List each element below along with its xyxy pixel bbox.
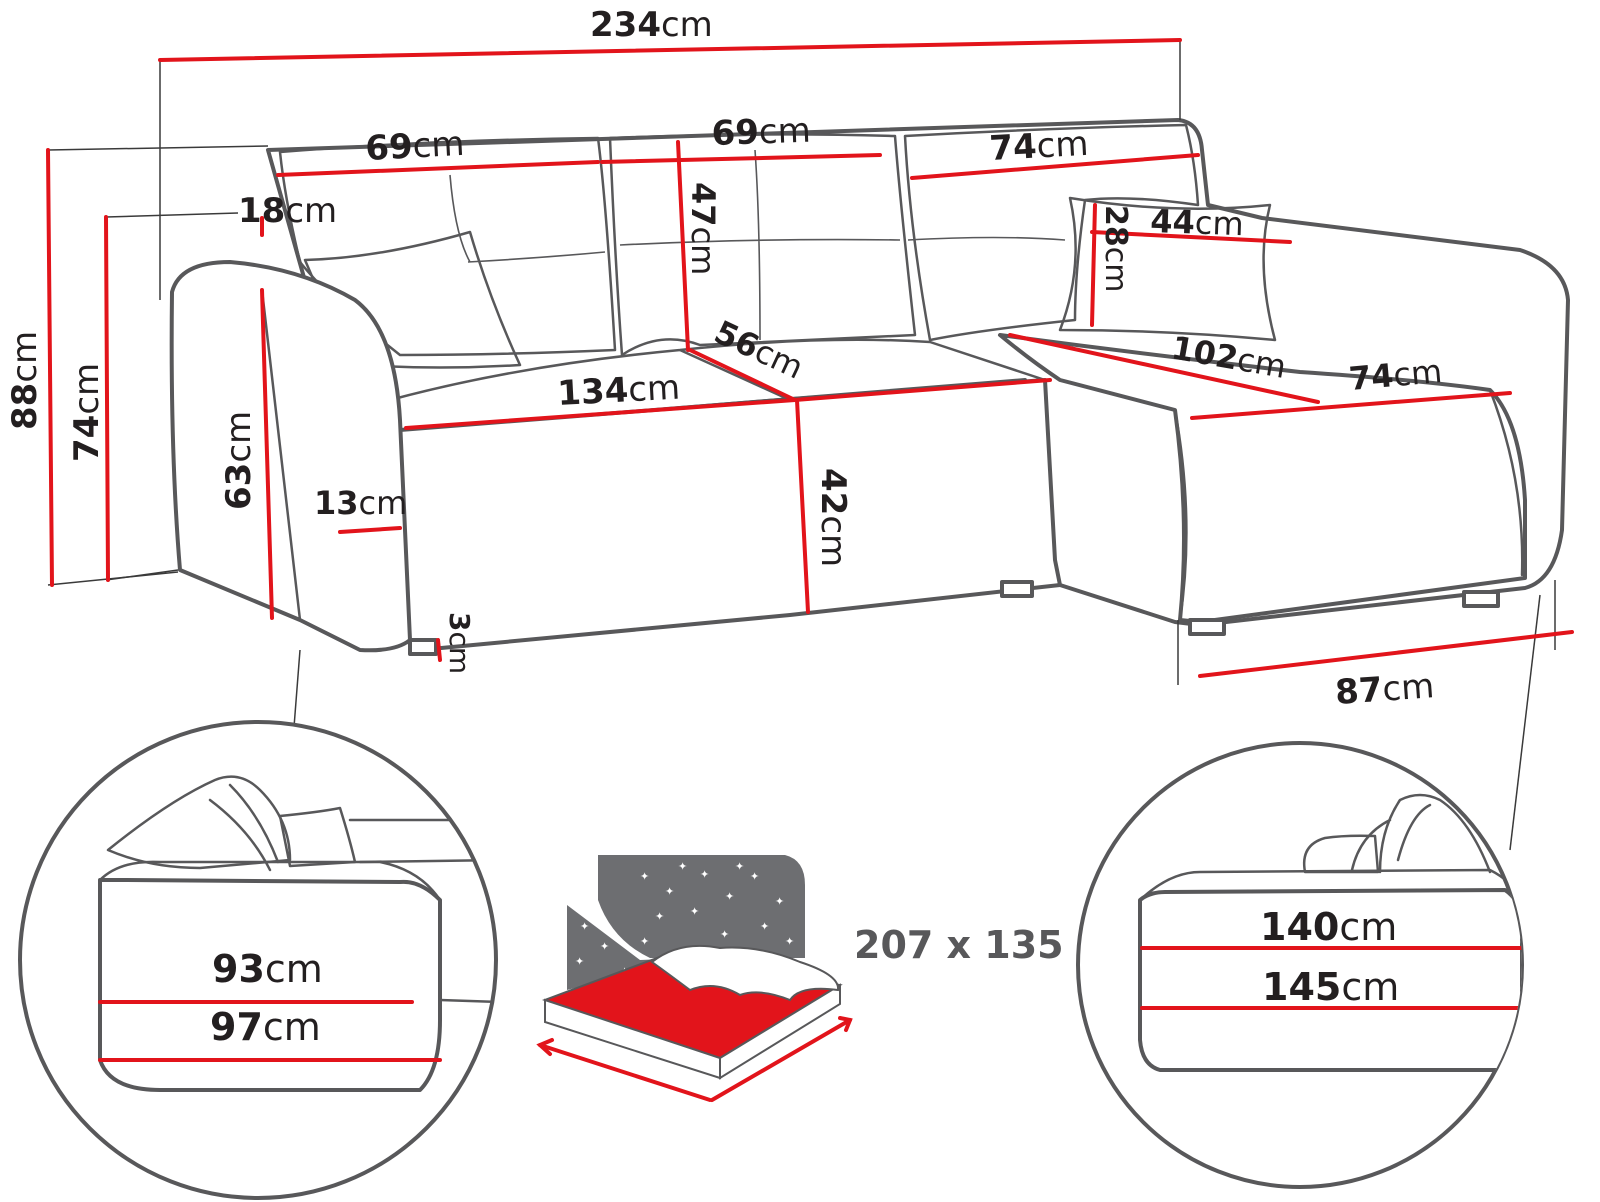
label-depth-right-1: 140cm (1260, 905, 1397, 949)
label-back-seg2: 69cm (711, 111, 811, 154)
svg-text:✦: ✦ (580, 920, 589, 933)
mattress-side (719, 983, 841, 1080)
left-arm (169, 260, 412, 653)
sofa-drawing (169, 118, 1570, 656)
sleeping-area-size: 207 x 135 (854, 923, 1064, 967)
line-back-seg3 (910, 153, 1200, 180)
line-chaise-width (1198, 630, 1574, 678)
night-sky-side (567, 905, 690, 990)
leg-1 (408, 638, 438, 656)
line-arm-front (260, 288, 274, 620)
line-seat-width (404, 398, 797, 430)
label-arm-height: 74cm (67, 363, 107, 462)
line-leg (436, 638, 442, 662)
line-total-width (158, 38, 1182, 62)
back-cushion-tuft (449, 149, 1066, 341)
label-depth-left-1: 93cm (212, 947, 323, 991)
label-arm-width: 13cm (314, 484, 407, 522)
line-seat-edge (793, 378, 1052, 402)
label-total-width: 234cm (590, 5, 713, 45)
line-pillow-w (1090, 230, 1292, 244)
label-back-seg3: 74cm (988, 124, 1089, 169)
svg-text:✦: ✦ (678, 860, 687, 873)
throw-pillow-right (1058, 196, 1277, 342)
extension-lines (47, 40, 1556, 851)
label-seat-width: 134cm (556, 368, 681, 414)
night-sky-back (598, 855, 805, 958)
line-back-seg2 (600, 153, 882, 164)
line-arm-height (104, 215, 110, 582)
svg-text:✦: ✦ (760, 920, 769, 933)
label-arm-front: 63cm (219, 411, 259, 510)
svg-text:✦: ✦ (600, 940, 609, 953)
leg-4 (1462, 590, 1500, 608)
label-backrest: 47cm (684, 182, 722, 275)
label-total-height: 88cm (5, 331, 45, 430)
svg-text:✦: ✦ (665, 885, 674, 898)
label-chaise-top: 74cm (1347, 352, 1443, 398)
left-arm-front (260, 288, 302, 622)
line-arm-width (338, 526, 402, 534)
svg-text:✦: ✦ (655, 910, 664, 923)
label-pillow-h: 28cm (1098, 205, 1133, 292)
stars: ✦✦✦ ✦✦✦ ✦✦✦ ✦✦✦ ✦✦✦ ✦✦✦ (575, 860, 794, 978)
detail-right-chaise: 140cm 145cm (1076, 741, 1524, 1189)
line-chaise-length (1008, 333, 1320, 404)
bed-width-arrow (538, 1043, 712, 1102)
duvet (650, 944, 840, 1002)
line-chaise-top (1190, 391, 1512, 420)
svg-text:✦: ✦ (735, 860, 744, 873)
leg-3 (1188, 618, 1226, 636)
line-total-height (46, 148, 54, 587)
detail-left-arm: 93cm 97cm (18, 720, 498, 1200)
label-seat-height: 42cm (813, 468, 853, 567)
svg-text:✦: ✦ (785, 935, 794, 948)
line-backrest (676, 140, 690, 352)
label-leg: 3cm (443, 612, 476, 674)
line-back-seg1 (276, 160, 600, 177)
sleeping-area-icon: ✦✦✦ ✦✦✦ ✦✦✦ ✦✦✦ ✦✦✦ ✦✦✦ 207 x 135 (536, 855, 1064, 1102)
leg-2 (1000, 580, 1034, 598)
label-back-seg1: 69cm (364, 124, 465, 169)
svg-text:✦: ✦ (640, 935, 649, 948)
svg-text:✦: ✦ (640, 870, 649, 883)
measurement-lines (46, 38, 1574, 678)
line-pillow-h (1090, 203, 1097, 327)
label-pillow-w: 44cm (1150, 202, 1245, 243)
label-headrest: 18cm (238, 191, 337, 231)
back-cushion-1 (278, 136, 617, 357)
svg-text:✦: ✦ (725, 890, 734, 903)
line-seat-height (795, 398, 810, 614)
label-depth-left-2: 97cm (210, 1005, 321, 1049)
label-depth-right-2: 145cm (1262, 965, 1399, 1009)
chaise-front (1173, 388, 1524, 622)
back-cushion-2 (608, 133, 917, 357)
svg-text:✦: ✦ (775, 895, 784, 908)
svg-text:✦: ✦ (700, 868, 709, 881)
seat-top (388, 338, 1047, 432)
bed-depth-arrow (710, 1018, 852, 1102)
svg-text:✦: ✦ (750, 870, 759, 883)
label-chaise-width: 87cm (1334, 666, 1436, 713)
svg-text:✦: ✦ (720, 928, 729, 941)
bed-arrow-head (536, 1016, 853, 1056)
svg-text:✦: ✦ (575, 955, 584, 968)
line-seat-depth (688, 348, 797, 402)
svg-text:✦: ✦ (690, 905, 699, 918)
